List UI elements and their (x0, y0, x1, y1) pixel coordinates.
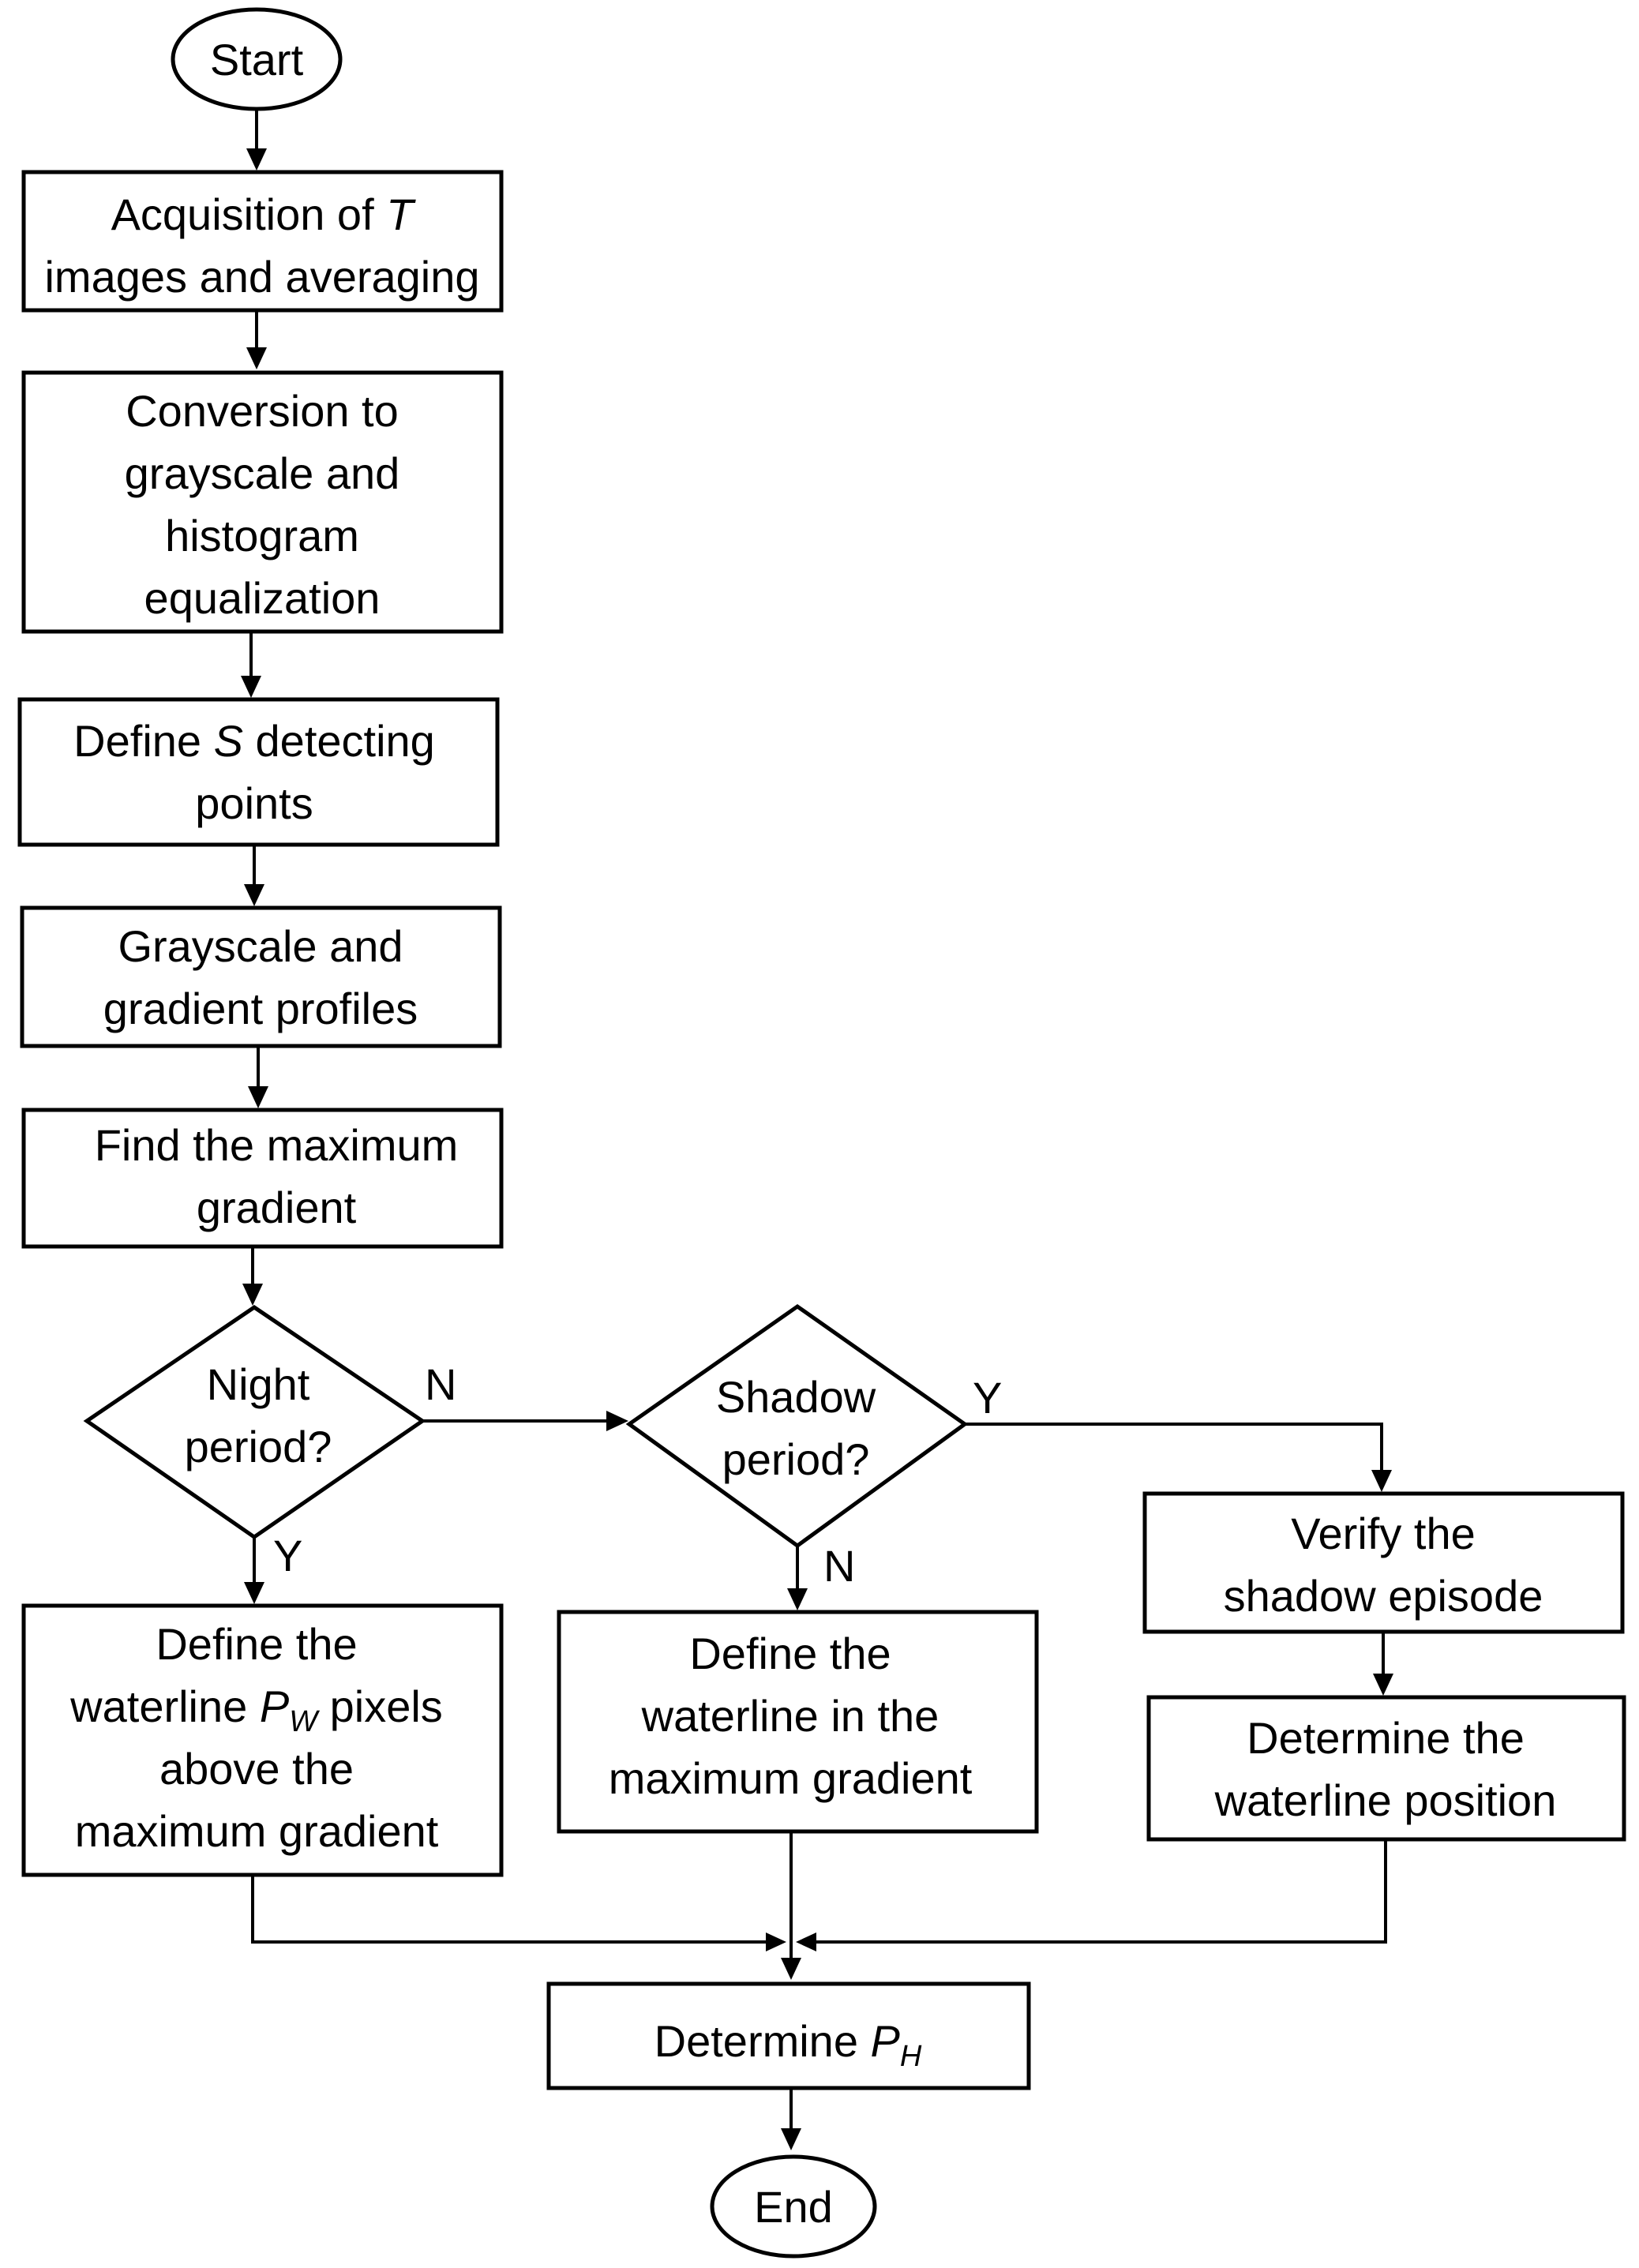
shadow-decision-line2: period? (722, 1434, 870, 1484)
start-label: Start (210, 35, 304, 84)
determine-ph-label: Determine PH (654, 2016, 922, 2073)
connectors (241, 111, 1393, 2150)
arrowhead-verify-to-position (1373, 1674, 1393, 1696)
waterline-position-box (1146, 1695, 1626, 1842)
step-acquisition-line2: images and averaging (44, 252, 479, 302)
waterline-position-line1: Determine the (1247, 1713, 1525, 1763)
step-profiles-line2: gradient profiles (103, 984, 418, 1033)
night-action-box (21, 1603, 504, 1877)
arrowhead-step5-to-night (242, 1284, 263, 1306)
arrow-night-action-to-final (251, 1875, 767, 1944)
step-conversion-line1: Conversion to (126, 386, 399, 436)
arrowhead-position-to-final (796, 1932, 816, 1951)
step-define-points-line2: points (195, 778, 313, 828)
shadow-no-action-box (557, 1610, 1039, 1834)
determine-ph-box (546, 1981, 1031, 2090)
shadow-yes-label: Y (973, 1373, 1002, 1423)
night-period-decision (83, 1304, 426, 1540)
waterline-position-line2: waterline position (1214, 1775, 1557, 1825)
step-profiles-line1: Grayscale and (118, 921, 403, 971)
arrowhead-shadow-action-to-final (781, 1958, 801, 1980)
step-conversion-line2: grayscale and (125, 448, 400, 498)
end-terminal (710, 2154, 877, 2259)
arrowhead-night-no-to-shadow (606, 1411, 628, 1431)
step-max-gradient-line1: Find the maximum (95, 1120, 459, 1170)
step-acquisition-box (21, 170, 504, 313)
shadow-no-action-line2: waterline in the (641, 1691, 940, 1741)
shadow-decision-line1: Shadow (716, 1372, 876, 1422)
shadow-no-action-line3: maximum gradient (609, 1753, 973, 1803)
arrowhead-shadow-yes-to-verify (1371, 1470, 1392, 1492)
night-action-line3: above the (159, 1744, 354, 1794)
start-terminal (171, 7, 343, 111)
step-acquisition-line1: Acquisition of T (111, 189, 417, 239)
arrowhead-night-yes-to-action (244, 1582, 264, 1604)
arrowhead-step3-to-step4 (244, 884, 264, 906)
arrowhead-night-action-to-final (766, 1932, 786, 1951)
night-action-line2: waterline PW pixels (69, 1681, 443, 1738)
step-max-gradient-box (21, 1108, 504, 1249)
arrow-position-to-final (815, 1839, 1387, 1944)
verify-shadow-line1: Verify the (1291, 1509, 1475, 1558)
arrowhead-step1-to-step2 (246, 347, 267, 369)
step-profiles-box (20, 905, 502, 1048)
night-action-line4: maximum gradient (75, 1806, 439, 1856)
night-decision-line1: Night (207, 1359, 310, 1409)
verify-shadow-box (1142, 1491, 1625, 1634)
step-conversion-box (21, 370, 504, 634)
arrowhead-step4-to-step5 (248, 1086, 268, 1108)
step-max-gradient-line2: gradient (197, 1183, 357, 1232)
arrowhead-start-to-step1 (246, 148, 267, 171)
night-action-line1: Define the (156, 1619, 357, 1669)
arrowhead-step2-to-step3 (241, 676, 261, 698)
night-decision-line2: period? (185, 1422, 332, 1471)
shadow-period-decision (625, 1303, 969, 1549)
night-yes-label: Y (273, 1531, 302, 1580)
arrowhead-shadow-no-to-action (787, 1588, 808, 1610)
step-conversion-line3: histogram (165, 511, 359, 560)
step-conversion-line4: equalization (144, 573, 381, 623)
arrow-shadow-yes-to-verify (965, 1423, 1383, 1473)
verify-shadow-line2: shadow episode (1224, 1571, 1543, 1621)
night-no-label: N (425, 1359, 456, 1409)
step-define-points-box (17, 697, 500, 847)
arrowhead-final-to-end (781, 2128, 801, 2150)
end-label: End (754, 2182, 833, 2232)
shadow-no-label: N (823, 1541, 855, 1591)
shadow-no-action-line1: Define the (689, 1629, 891, 1678)
step-define-points-line1: Define S detecting (73, 716, 435, 766)
